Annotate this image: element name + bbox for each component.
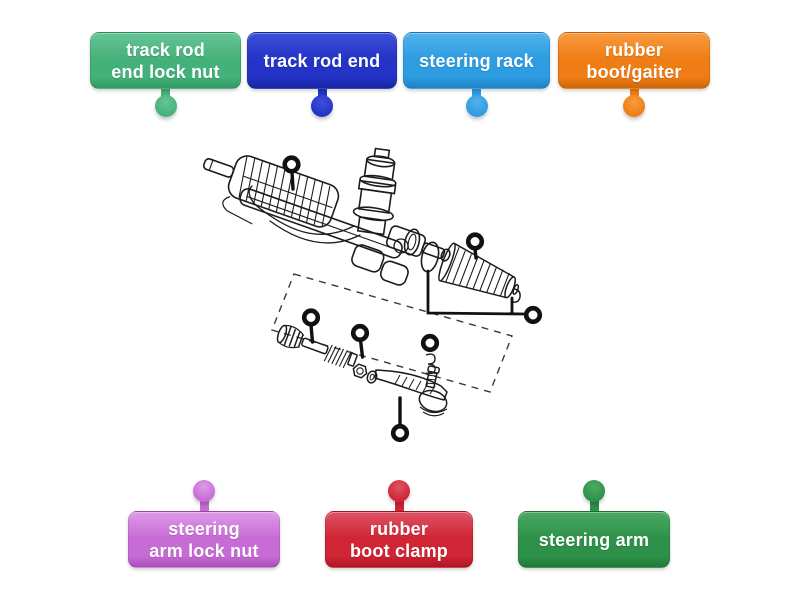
pin-circle [350,323,370,343]
label-text-line: steering [168,518,240,539]
pin-circle [282,155,301,174]
pin-stem [358,338,365,359]
label-knob [465,95,488,117]
label-steering-rack[interactable]: steering rack [403,32,550,117]
label-box: steering arm [518,511,670,568]
diagram-pin-lock-nut[interactable] [350,323,370,359]
label-box: steering rack [403,32,550,89]
rack-housing-drawing [202,147,451,286]
label-knob [388,480,410,502]
label-box: rubber boot clamp [325,511,473,568]
pin-circle [390,423,410,443]
label-stem [161,85,170,101]
label-stem [394,498,404,513]
inner-track-rod-drawing [276,324,358,369]
label-stem [589,498,599,513]
label-stem [199,498,209,513]
pin-circle [420,333,440,353]
label-text-line: rubber [604,39,664,60]
label-box: track rod end [247,32,397,89]
label-stem [317,85,327,101]
label-text-line: boot/gaiter [586,61,682,82]
dashed-outline [271,273,513,393]
pin-circle [523,305,543,325]
label-steering-arm-lock-nut[interactable]: steering arm lock nut [128,480,280,568]
label-track-rod-end-lock-nut[interactable]: track rod end lock nut [90,32,241,117]
label-text-line: steering rack [419,50,534,71]
label-knob [193,480,215,502]
label-knob [623,95,645,117]
label-box: steering arm lock nut [128,511,280,568]
label-knob [154,95,177,117]
rubber-boot-drawing [438,242,520,299]
pin-connector [426,269,526,316]
label-text-line: arm lock nut [149,540,259,561]
label-stem [629,85,639,101]
label-stem [472,85,481,101]
label-rubber-boot-clamp[interactable]: rubber boot clamp [325,480,473,568]
label-text-line: boot clamp [349,540,448,561]
label-text-line: end lock nut [111,61,220,82]
diagram-pin-steering-rack[interactable] [282,155,301,191]
small-end-clamp-drawing [512,288,521,303]
label-track-rod-end[interactable]: track rod end [247,32,397,117]
track-rod-end-drawing [374,365,448,417]
label-knob [311,95,333,117]
pin-stem [290,170,295,191]
diagram-pin-small-clamp[interactable] [420,333,440,353]
label-text-line: track rod [126,39,205,60]
valve-assembly-drawing [352,147,397,236]
boot-clamp-rings-drawing [403,228,440,273]
label-rubber-boot-gaiter[interactable]: rubber boot/gaiter [558,32,710,117]
label-box: track rod end lock nut [90,32,241,89]
diagram-pin-inner-track-rod[interactable] [301,308,321,344]
pin-stem [309,323,315,344]
label-knob [583,480,605,502]
diagram-pin-track-rod-end[interactable] [390,396,410,443]
diagram-pin-rubber-boot[interactable] [465,232,485,260]
label-box: rubber boot/gaiter [558,32,710,89]
lock-nut-drawing [352,363,378,384]
label-steering-arm[interactable]: steering arm [518,480,670,568]
pin-circle [301,308,321,327]
label-text-line: rubber [369,518,429,539]
pin-circle [465,232,485,251]
label-text-line: track rod end [263,50,381,71]
label-text-line: steering arm [538,529,650,550]
diagram-pin-boot-clamps[interactable] [426,269,543,325]
